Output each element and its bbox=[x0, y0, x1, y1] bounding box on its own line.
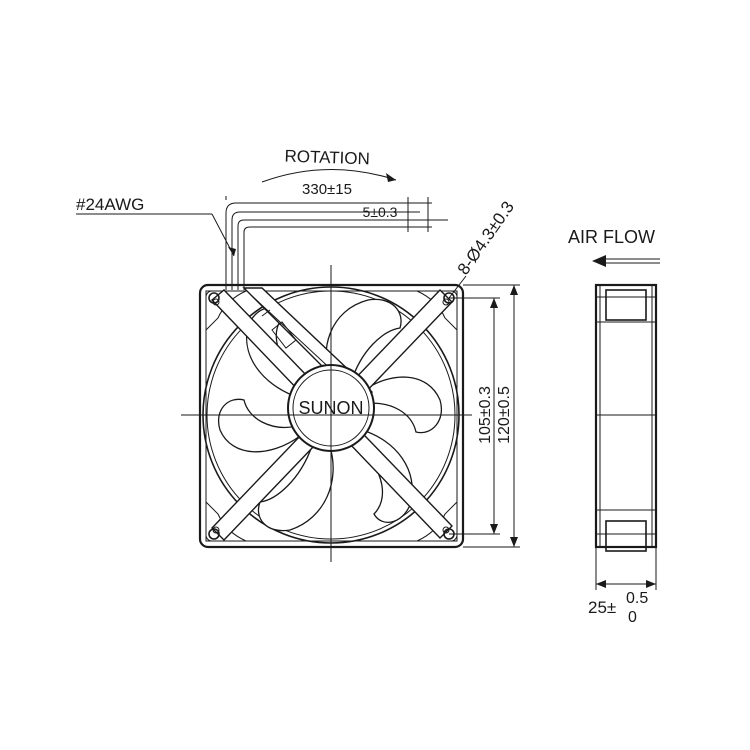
wire-gauge-label: #24AWG bbox=[76, 195, 144, 214]
fan-side-view bbox=[594, 283, 658, 552]
air-flow-label: AIR FLOW bbox=[568, 227, 655, 247]
thickness-label: 25± bbox=[588, 598, 616, 617]
curved-arrow-right-icon bbox=[261, 169, 397, 183]
fan-front-view bbox=[181, 265, 472, 562]
height-dimensions bbox=[449, 284, 520, 548]
thickness-upper-tolerance: 0.5 bbox=[626, 590, 648, 607]
frame-size-label: 120±0.5 bbox=[496, 386, 513, 444]
mounting-holes-label: 8-Ø4.3±0.3 bbox=[454, 198, 518, 278]
thickness-dimension bbox=[595, 547, 657, 590]
lead-wires bbox=[225, 202, 432, 290]
rotation-label: ROTATION bbox=[284, 147, 370, 169]
brand-label: SUNON bbox=[298, 398, 363, 418]
hole-pitch-label: 105±0.3 bbox=[477, 386, 494, 444]
thickness-lower-tolerance: 0 bbox=[628, 609, 637, 626]
strip-length-label: 5±0.3 bbox=[363, 204, 398, 220]
lead-length-label: 330±15 bbox=[302, 181, 352, 198]
arrow-left-icon bbox=[592, 255, 660, 267]
